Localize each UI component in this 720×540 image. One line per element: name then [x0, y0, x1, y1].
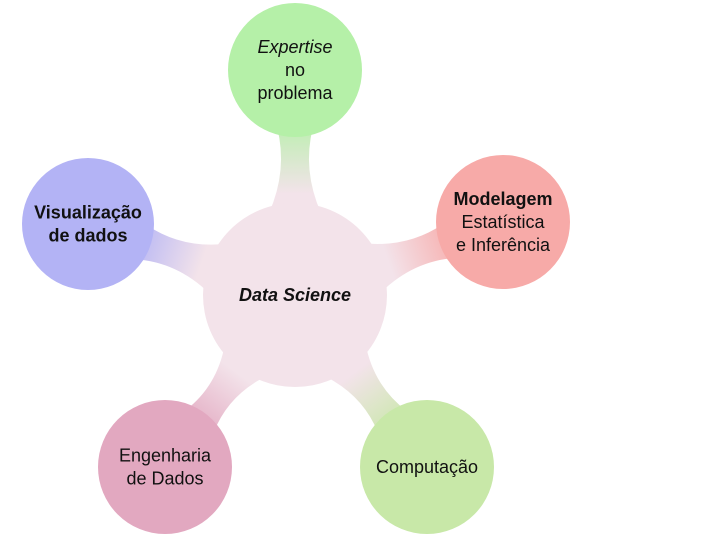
connector-modelagem: [363, 223, 456, 293]
node-label-expertise-line-2: problema: [257, 83, 333, 103]
node-computacao: Computação: [360, 400, 494, 534]
node-label-engenharia-line-0: Engenharia: [119, 446, 212, 466]
node-circle-expertise: [228, 3, 362, 137]
connector-visualizacao: [135, 225, 226, 293]
node-label-expertise-line-0: Expertise: [257, 37, 332, 57]
node-label-modelagem-line-2: e Inferência: [456, 235, 551, 255]
center-node: Data Science: [203, 203, 387, 387]
node-label-modelagem-line-0: Modelagem: [453, 189, 552, 209]
center-circle: [203, 203, 387, 387]
node-circle-modelagem: [436, 155, 570, 289]
node-circle-visualizacao: [22, 158, 154, 290]
node-engenharia: Engenharia de Dados: [98, 400, 232, 534]
node-label-visualizacao-line-0: Visualização: [34, 203, 142, 223]
node-label-engenharia-line-1: de Dados: [126, 469, 203, 489]
node-visualizacao: Visualização de dados: [22, 158, 154, 290]
node-label-modelagem-line-1: Estatística: [461, 212, 545, 232]
node-label-computacao-line-0: Computação: [376, 457, 478, 477]
node-circle-engenharia: [98, 400, 232, 534]
connector-expertise: [269, 127, 321, 213]
node-label-visualizacao-line-1: de dados: [48, 226, 127, 246]
node-expertise: Expertise no problema: [228, 3, 362, 137]
node-label-expertise-line-1: no: [285, 60, 305, 80]
node-circle-computacao: [360, 400, 494, 534]
center-label: Data Science: [239, 285, 351, 305]
